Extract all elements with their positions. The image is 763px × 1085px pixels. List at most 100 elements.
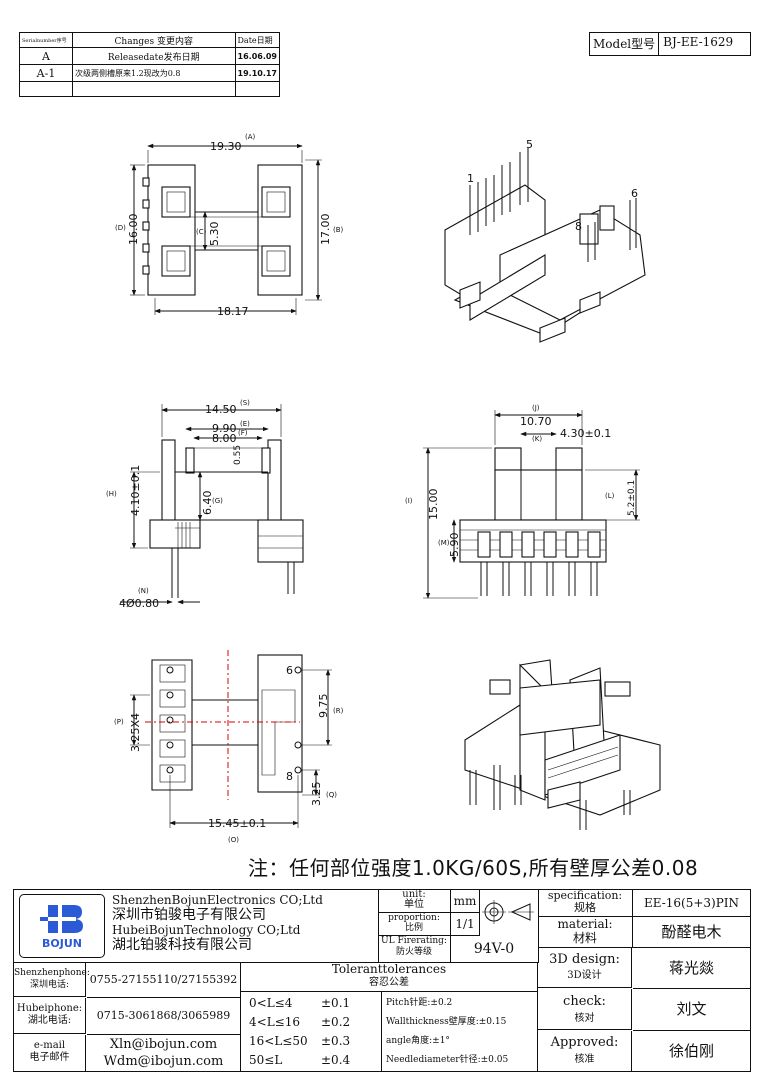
tol-row: 4<L≤16 ±0.2 [249,1013,381,1032]
dim-r-tag: (R) [333,707,344,715]
dim-j-tag: (J) [532,404,540,412]
tol-range: 50≤L [249,1053,283,1067]
email-label: e-mail [33,1040,66,1051]
tol-header: Toleranttolerances 容忍公差 [241,963,537,992]
dim-c-tag: (C) [196,228,207,236]
dim-r: 9.75 [317,694,330,719]
dim-f-tag: (F) [238,429,248,437]
dim-m: 5.90 [448,533,461,558]
unit-label: unit: [402,889,426,900]
spec-value: EE-16(5+3)PIN [633,890,750,917]
tol-title: Toleranttolerances [331,962,447,976]
tol-angle: angle角度:±1° [386,1036,450,1046]
dim-q-tag: (Q) [326,791,337,799]
material-label-cell: material: 材料 [538,917,633,948]
iso-pin-6: 6 [631,187,638,200]
hb-phone: 0715-3061868/3065989 [87,998,240,1035]
dim-k-tag: (K) [532,435,542,443]
tol-row: 50≤L ±0.4 [249,1051,381,1070]
dim-d: 16.00 [127,214,140,246]
sz-phone-label: Shenzhenphone: [14,968,90,978]
company-section: BOJUN ShenzhenBojunElectronics CO;Ltd 深圳… [14,890,379,963]
dim-g-tag: (G) [212,497,223,505]
tol-wall: Wallthickness壁厚度:±0.15 [386,1017,507,1027]
tol-value: ±0.4 [321,1053,351,1067]
check-label: check: [563,994,606,1009]
unit-value: mm [451,890,480,913]
design-label-cell: 3D design: 3D设计 [538,948,632,988]
dim-a-tag: (A) [245,133,256,141]
note-text: 注：任何部位强度1.0KG/60S,所有壁厚公差0.08 [248,856,699,880]
proportion-value: 1/1 [451,913,480,936]
dim-i-tag: (I) [405,497,413,505]
check-label-cn: 核对 [574,1013,595,1024]
dim-s: 14.50 [205,403,237,416]
email-2[interactable]: Wdm@ibojun.com [103,1054,224,1069]
tolerance-section: Toleranttolerances 容忍公差 0<L≤4±0.1 4<L≤16… [241,963,538,1071]
dim-g: 6.40 [201,491,214,516]
tol-value: ±0.1 [321,996,351,1010]
tol-range: 4<L≤16 [249,1015,300,1029]
tol-notes: Pitch针距:±0.2 Wallthickness壁厚度:±0.15 angl… [383,992,537,1071]
dim-j: 10.70 [520,415,552,428]
rev-row-serial: A-1 [19,64,73,82]
spec-label-cn: 规格 [574,901,596,914]
dim-p-tag: (P) [114,718,124,726]
tol-row: 0<L≤4±0.1 [249,994,381,1013]
email-1[interactable]: Xln@ibojun.com [109,1037,218,1052]
tol-rows: 0<L≤4±0.1 4<L≤16 ±0.2 16<L≤50 ±0.3 50≤L ±0.… [241,992,382,1071]
title-block: BOJUN ShenzhenBojunElectronics CO;Ltd 深圳… [13,889,751,1072]
sz-phone: 0755-27155110/27155392 [87,963,240,998]
bottom-view: 6 8 3.25X4 (P) 9.75 (R) 3.25 (Q) 15.45±0… [114,650,344,844]
bojun-logo: BOJUN [40,905,83,950]
unit-label-cell: unit: 单位 [378,890,451,913]
dim-d-tag: (D) [115,224,126,232]
iso-view-bottom [464,659,661,830]
dim-n-tag: (N) [138,587,149,595]
tol-row: 16<L≤50 ±0.3 [249,1032,381,1051]
model-value: BJ-EE-1629 [663,35,734,49]
material-label-cn: 材料 [572,931,597,945]
dim-q: 3.25 [310,782,323,807]
logo-text: BOJUN [42,937,82,950]
approved-label-cell: Approved: 核准 [538,1031,632,1071]
iso-pin-8: 8 [575,220,582,233]
company-cn-1: 深圳市铂骏电子有限公司 [112,907,266,923]
front-view: 14.50 (S) 9.90 (E) 8.00 (F) 0.55 6.40 (G… [106,399,304,610]
top-view: 19.30 (A) 16.00 (D) 17.00 (B) 5.30 (C) 1… [115,133,344,318]
revision-table: Serialnumber序号 Changes 变更内容 Date日期 A Rel… [19,32,281,97]
dim-l-tag: (L) [605,492,615,500]
company-names: ShenzhenBojunElectronics CO;Ltd 深圳市铂骏电子有… [112,893,323,953]
ul-label-cn: 防火等级 [395,947,432,957]
dim-e-tag: (E) [240,420,250,428]
email-label-cell: e-mail 电子邮件 [14,1035,86,1071]
contact-section: Shenzhenphone: 深圳电话: 0755-27155110/27155… [14,963,241,1071]
unit-label-cn: 单位 [404,899,424,910]
material-label: material: [557,917,613,931]
proportion-label-cell: proportion: 比例 [378,913,451,936]
spec-label-cell: specification: 规格 [538,890,633,917]
material-value: 酚醛电木 [633,917,750,948]
design-label-cn: 3D设计 [567,970,602,981]
check-label-cell: check: 核对 [538,989,632,1030]
dim-small: 0.55 [233,445,243,465]
tol-pitch: Pitch针距:±0.2 [386,998,453,1008]
dim-e: 9.90 [212,422,237,435]
ul-label-cell: UL Firerating: 防火等级 [378,936,451,962]
dim-h-tag: (H) [106,490,117,498]
ul-value: 94V-0 [473,941,515,957]
side-view: 10.70 (J) 4.30±0.1 (K) 15.00 (I) 5.2±0.1… [405,404,640,599]
tol-value: ±0.2 [321,1015,351,1029]
pin-6-label: 6 [286,664,293,677]
approved-label: Approved: [550,1035,619,1050]
pin-8-label: 8 [286,770,293,783]
dim-n: 4Ø0.80 [119,597,159,610]
drawing-area: 19.30 (A) 16.00 (D) 17.00 (B) 5.30 (C) 1… [106,133,661,844]
tol-range: 16<L≤50 [249,1034,308,1048]
sz-phone-label-cn: 深圳电话: [29,980,70,990]
design-label: 3D design: [549,952,620,967]
tol-value: ±0.3 [321,1034,351,1048]
dim-c: 5.30 [208,222,221,247]
model-label: Model型号 [590,33,660,55]
signoff-section: specification: 规格 EE-16(5+3)PIN material… [538,890,750,1071]
